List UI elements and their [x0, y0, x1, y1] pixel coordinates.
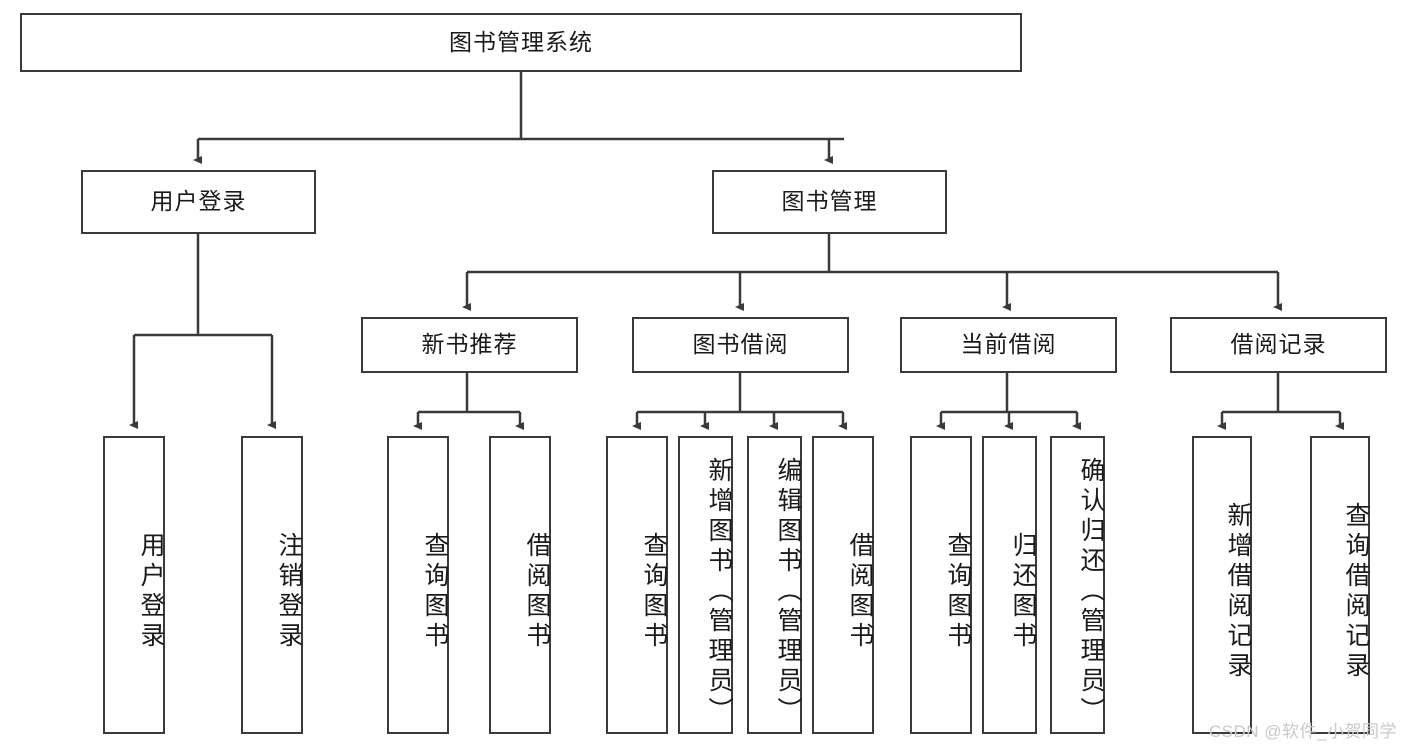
node-root[interactable]: 图书管理系统: [20, 13, 1022, 72]
leaf-borrow-book-2-label: 借阅图书: [846, 532, 874, 652]
leaf-user-login-label: 用户登录: [137, 532, 165, 652]
leaf-logout-login-label: 注销登录: [275, 532, 303, 652]
leaf-edit-book[interactable]: 编辑图书（管理员）: [747, 436, 802, 734]
node-current-borrow[interactable]: 当前借阅: [900, 317, 1117, 373]
leaf-edit-book-label: 编辑图书（管理员）: [774, 457, 802, 727]
node-book-borrow[interactable]: 图书借阅: [632, 317, 849, 373]
leaf-borrow-book-2[interactable]: 借阅图书: [812, 436, 874, 734]
leaf-confirm-return-label: 确认归还（管理员）: [1077, 457, 1105, 727]
node-new-book-recommend[interactable]: 新书推荐: [361, 317, 578, 373]
leaf-logout-login[interactable]: 注销登录: [241, 436, 303, 734]
node-borrow-record[interactable]: 借阅记录: [1170, 317, 1387, 373]
leaf-query-book-2-label: 查询图书: [640, 532, 668, 652]
leaf-add-record[interactable]: 新增借阅记录: [1192, 436, 1252, 734]
node-book-manage[interactable]: 图书管理: [712, 170, 947, 234]
node-borrow-record-label: 借阅记录: [1230, 331, 1327, 358]
leaf-borrow-book-1[interactable]: 借阅图书: [489, 436, 551, 734]
leaf-return-book[interactable]: 归还图书: [982, 436, 1037, 734]
node-root-label: 图书管理系统: [449, 28, 593, 55]
node-user-login-label: 用户登录: [150, 188, 247, 215]
node-current-borrow-label: 当前借阅: [960, 331, 1057, 358]
leaf-return-book-label: 归还图书: [1009, 532, 1037, 652]
node-book-borrow-label: 图书借阅: [692, 331, 789, 358]
leaf-add-record-label: 新增借阅记录: [1224, 502, 1252, 682]
leaf-add-book[interactable]: 新增图书（管理员）: [678, 436, 733, 734]
leaf-query-record-label: 查询借阅记录: [1342, 502, 1370, 682]
node-user-login[interactable]: 用户登录: [81, 170, 316, 234]
node-new-book-recommend-label: 新书推荐: [421, 331, 518, 358]
node-book-manage-label: 图书管理: [781, 188, 878, 215]
leaf-confirm-return[interactable]: 确认归还（管理员）: [1050, 436, 1105, 734]
leaf-add-book-label: 新增图书（管理员）: [705, 457, 733, 727]
leaf-query-book-3[interactable]: 查询图书: [910, 436, 972, 734]
leaf-query-book-2[interactable]: 查询图书: [606, 436, 668, 734]
leaf-borrow-book-1-label: 借阅图书: [523, 532, 551, 652]
leaf-query-book-1-label: 查询图书: [421, 532, 449, 652]
leaf-user-login[interactable]: 用户登录: [103, 436, 165, 734]
leaf-query-book-1[interactable]: 查询图书: [387, 436, 449, 734]
leaf-query-record[interactable]: 查询借阅记录: [1310, 436, 1370, 734]
leaf-query-book-3-label: 查询图书: [944, 532, 972, 652]
